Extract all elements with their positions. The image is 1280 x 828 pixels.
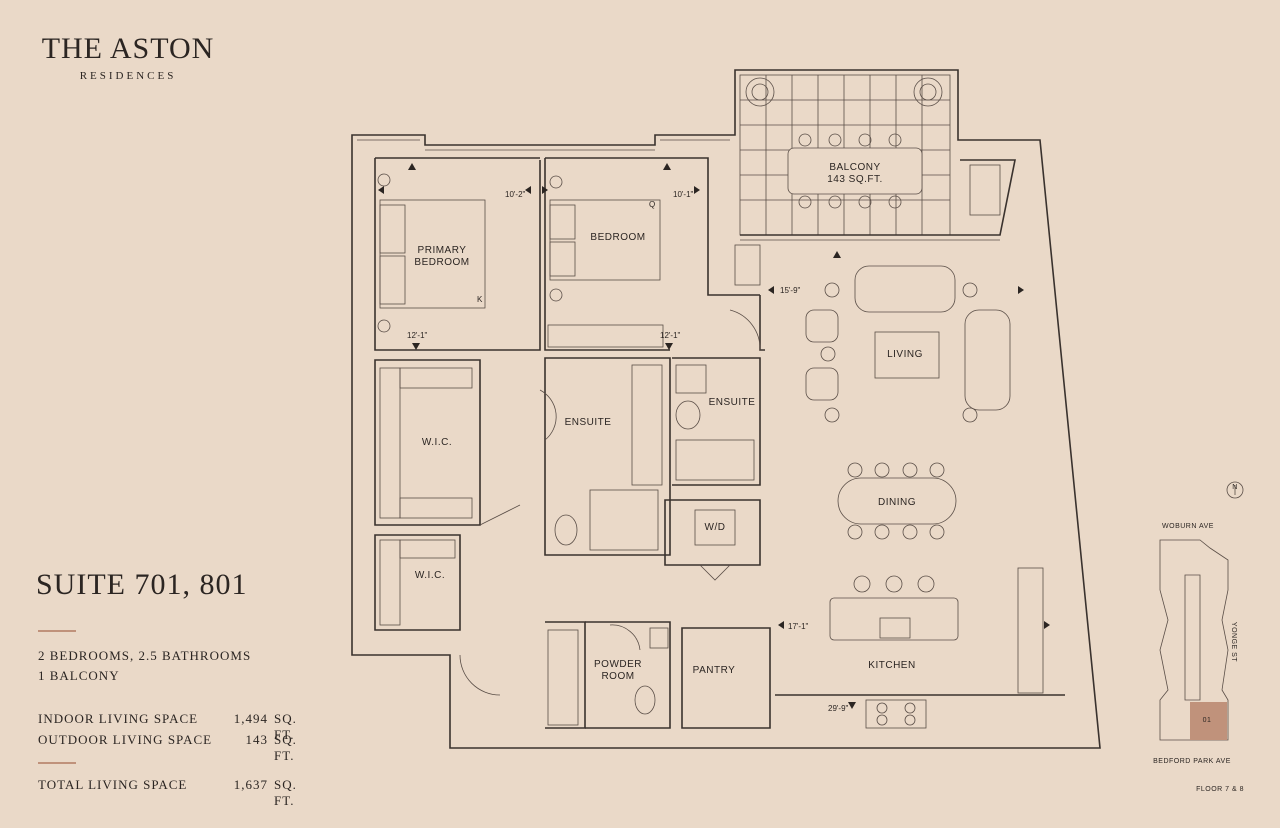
living-furniture — [805, 265, 1011, 423]
bathroom-fixtures — [547, 364, 755, 726]
wic-shelving — [379, 324, 664, 626]
label-powder-2: ROOM — [601, 671, 634, 682]
north-compass-icon — [1226, 481, 1244, 499]
keymap: N WOBURN AVE YONGE ST BEDFORD PARK AVE 0… — [1153, 481, 1244, 793]
label-wic-second: W.I.C. — [415, 570, 445, 581]
label-balcony-area: 143 SQ.FT. — [827, 174, 883, 185]
area-label: INDOOR LIVING SPACE — [38, 711, 199, 726]
dim-kitchen-length: 29'-9" — [828, 704, 849, 713]
exterior-walls — [351, 69, 1101, 749]
label-ensuite-main: ENSUITE — [565, 417, 612, 428]
label-wd: W/D — [705, 522, 726, 533]
street-bedford: BEDFORD PARK AVE — [1153, 758, 1231, 765]
label-ensuite-second: ENSUITE — [709, 397, 756, 408]
divider — [38, 762, 76, 764]
area-value: 1,637 — [233, 777, 268, 792]
dining-table — [837, 462, 957, 540]
floor-label: FLOOR 7 & 8 — [1196, 786, 1244, 793]
interior-walls — [374, 157, 1065, 729]
area-unit: SQ. FT. — [274, 711, 297, 742]
street-yonge: YONGE ST — [1230, 622, 1237, 662]
unit-label: 01 — [1203, 717, 1212, 724]
label-dining: DINING — [878, 497, 916, 508]
dim-bedroom-depth: 12'-1" — [660, 331, 681, 340]
secondary-bed — [549, 175, 661, 302]
unit-location-marker — [1190, 702, 1227, 740]
label-wic-main: W.I.C. — [422, 437, 452, 448]
brand-logo: THE ASTON RESIDENCES — [38, 32, 218, 82]
bed-mark-king: K — [477, 295, 483, 304]
kitchen-fixtures — [734, 244, 1044, 729]
dim-primary-width: 10'-2" — [505, 190, 526, 199]
spec-balcony: 1 BALCONY — [38, 668, 120, 683]
label-kitchen: KITCHEN — [868, 660, 915, 671]
dim-bedroom-width: 10'-1" — [673, 190, 694, 199]
room-labels: BALCONY 143 SQ.FT. PRIMARY BEDROOM BEDRO… — [414, 162, 922, 682]
label-living: LIVING — [887, 349, 923, 360]
area-value: 143 — [245, 732, 268, 747]
balcony — [739, 74, 1016, 241]
doors — [459, 309, 761, 696]
label-primary-bedroom-1: PRIMARY — [418, 245, 467, 256]
brand-title: THE ASTON — [41, 32, 215, 65]
dimension-labels: 10'-2" 10'-1" 15'-9" 12'-1" 12'-1" 17'-1… — [407, 190, 849, 713]
north-label: N — [1232, 484, 1238, 491]
area-label: OUTDOOR LIVING SPACE — [38, 732, 213, 747]
label-pantry: PANTRY — [693, 665, 736, 676]
washer-dryer — [694, 509, 736, 546]
brand-subtitle: RESIDENCES — [79, 70, 177, 82]
spec-rooms: 2 BEDROOMS, 2.5 BATHROOMS — [38, 648, 252, 663]
label-primary-bedroom-2: BEDROOM — [414, 257, 469, 268]
dim-living-width: 15'-9" — [780, 286, 801, 295]
dim-primary-depth: 12'-1" — [407, 331, 428, 340]
area-value: 1,494 — [233, 711, 268, 726]
bed-mark-queen: Q — [649, 200, 655, 209]
dimension-arrows — [378, 163, 1050, 709]
street-woburn: WOBURN AVE — [1162, 523, 1214, 530]
area-label: TOTAL LIVING SPACE — [38, 777, 188, 792]
label-balcony: BALCONY — [829, 162, 880, 173]
divider — [38, 630, 76, 632]
primary-bed — [377, 173, 486, 333]
dim-kitchen-width: 17'-1" — [788, 622, 809, 631]
area-unit: SQ. FT. — [274, 777, 297, 808]
suite-title: SUITE 701, 801 — [36, 568, 248, 601]
label-bedroom: BEDROOM — [590, 232, 645, 243]
area-unit: SQ. FT. — [274, 732, 297, 763]
label-powder-1: POWDER — [594, 659, 642, 670]
